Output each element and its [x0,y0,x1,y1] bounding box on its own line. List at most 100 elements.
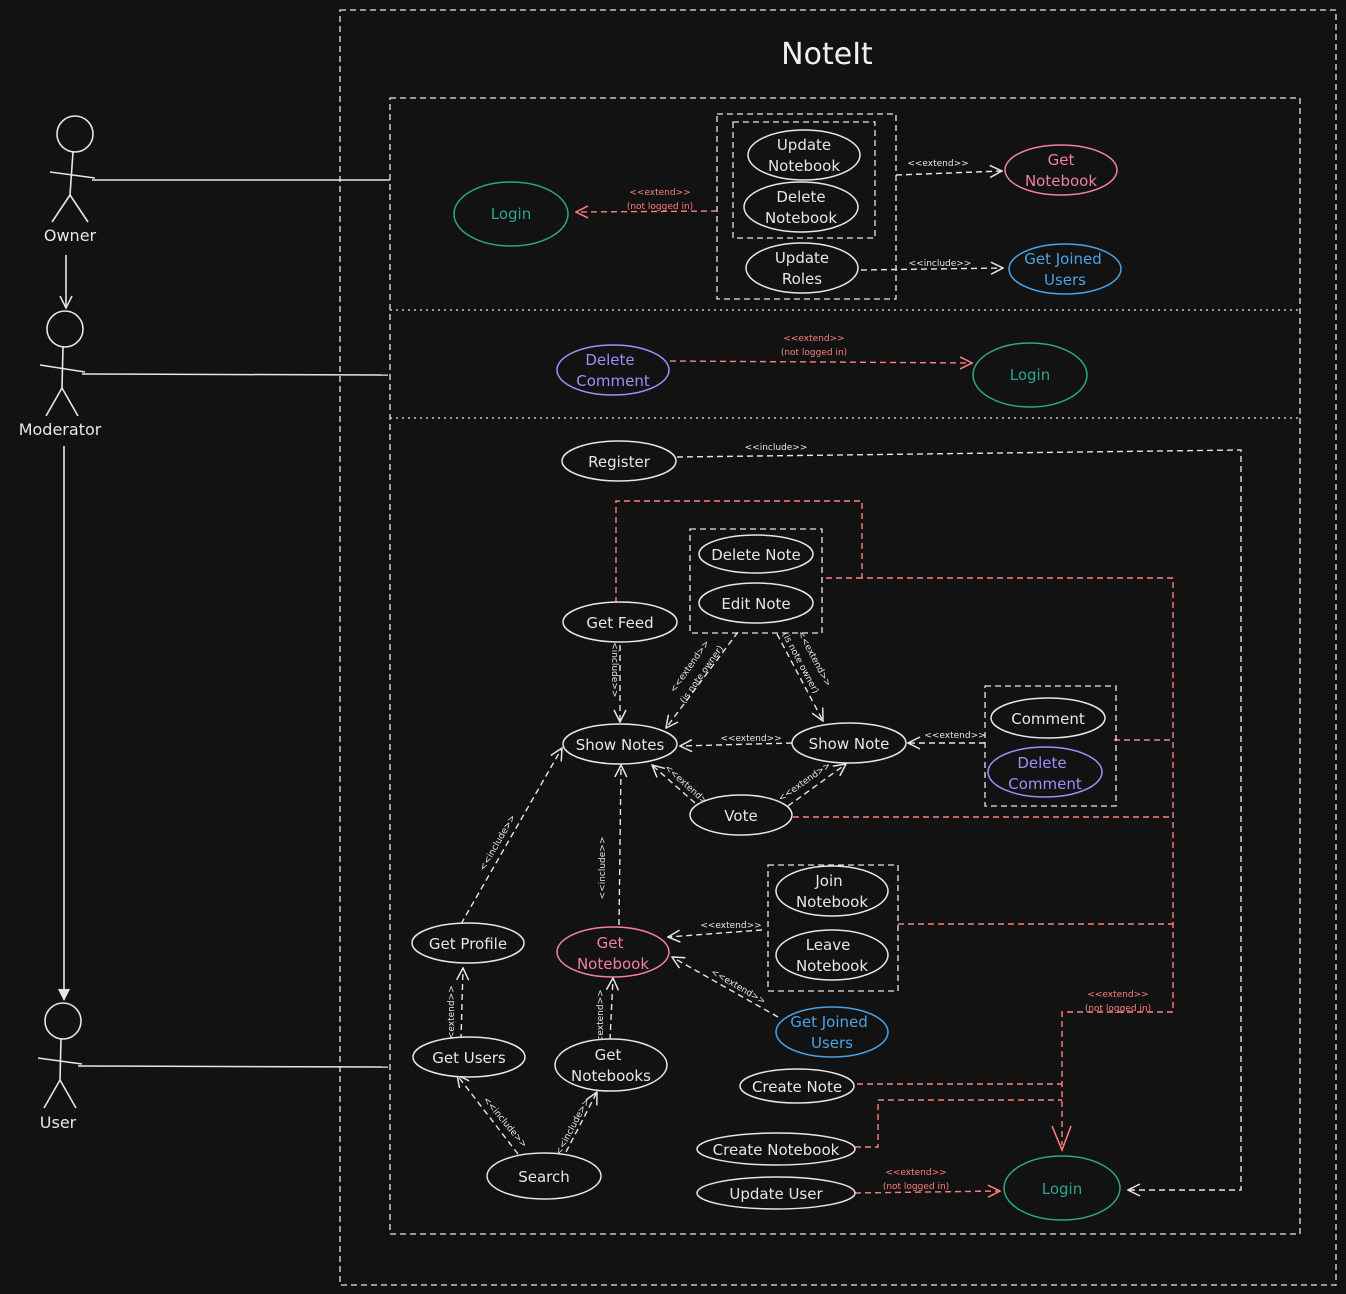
label-include: <<include>> [745,443,808,453]
usecase-leave-notebook[interactable]: Leave Notebook [775,929,889,981]
include-search-notebooks [565,1092,597,1153]
extend-join-getnotebook [668,929,763,937]
svg-text:Join: Join [814,872,842,890]
svg-text:Vote: Vote [724,807,757,825]
svg-text:Get Feed: Get Feed [586,614,653,632]
label-extend: <<extend>> [777,761,833,804]
label-extend: <<extend>> [924,731,985,741]
actor-owner[interactable] [49,115,96,223]
usecase-get-users[interactable]: Get Users [412,1036,526,1078]
svg-text:Get Joined: Get Joined [790,1013,868,1031]
usecase-moderator-login[interactable]: Login [972,342,1088,408]
actor-moderator[interactable] [39,310,86,417]
svg-text:Update: Update [777,136,831,154]
usecase-delete-notebook[interactable]: Delete Notebook [743,181,859,233]
label-extend: <<extend>> [907,159,968,169]
svg-text:Register: Register [588,453,651,471]
usecase-create-notebook[interactable]: Create Notebook [696,1132,856,1166]
svg-text:Roles: Roles [782,270,822,288]
owner-group-outer [716,113,897,300]
usecase-comment[interactable]: Comment [990,697,1106,739]
usecase-join-notebook[interactable]: Join Notebook [775,865,889,917]
svg-text:Get: Get [1048,151,1075,169]
svg-text:Notebook: Notebook [765,209,837,227]
usecase-update-roles[interactable]: Update Roles [745,242,859,294]
svg-text:Create Note: Create Note [752,1078,842,1096]
label-include: <<include>> [909,259,972,269]
extend-shownote-shownotes [680,743,793,746]
actor-user[interactable] [37,1002,83,1109]
svg-text:Get Users: Get Users [432,1049,506,1067]
extend-owner-edit-shownote [776,633,823,721]
actor-user-label: User [40,1113,77,1132]
extend-users-profile [461,968,463,1041]
svg-text:Notebook: Notebook [577,955,649,973]
label-extend: <<extend>> [447,985,457,1046]
extend-network-red [615,500,1174,1148]
usecase-user-login[interactable]: Login [1003,1155,1121,1221]
label-include: <<include>> [478,813,518,872]
label-include: <<include>> [598,837,608,900]
include-notebook-shownotes [619,765,621,926]
label-not-logged-in: (not logged in) [1085,1004,1151,1014]
svg-text:Login: Login [491,205,531,223]
actor-moderator-label: Moderator [19,420,102,439]
usecase-user-delete-comment[interactable]: Delete Comment [987,746,1103,798]
svg-text:Login: Login [1042,1180,1082,1198]
note-actions-group [689,528,823,634]
label-extend: <<extend>> [596,989,606,1050]
svg-text:Delete Note: Delete Note [711,546,801,564]
label-not-logged-in: (not logged in) [781,348,847,358]
svg-text:Comment: Comment [1008,775,1082,793]
notebook-membership-group [767,864,899,992]
extend-get-notebook [895,171,1002,175]
usecase-show-notes[interactable]: Show Notes [562,723,678,765]
system-title: NoteIt [781,37,873,72]
usecase-create-note[interactable]: Create Note [739,1068,855,1104]
usecase-get-notebooks[interactable]: Get Notebooks [554,1038,668,1092]
usecase-get-feed[interactable]: Get Feed [562,601,678,643]
svg-text:Search: Search [518,1168,570,1186]
svg-text:Login: Login [1010,366,1050,384]
svg-text:Notebook: Notebook [768,157,840,175]
usecase-show-note[interactable]: Show Note [791,722,907,764]
svg-text:Leave: Leave [806,936,851,954]
svg-text:Delete: Delete [776,188,825,206]
usecase-delete-note[interactable]: Delete Note [698,534,814,574]
label-extend: <<extend>> [720,734,781,744]
usecase-owner-get-notebook[interactable]: Get Notebook [1004,144,1118,196]
usecase-moderator-delete-comment[interactable]: Delete Comment [556,344,670,396]
svg-text:Get Profile: Get Profile [429,935,507,953]
svg-text:Update User: Update User [729,1185,823,1203]
usecase-owner-get-joined-users[interactable]: Get Joined Users [1008,243,1122,295]
usecase-get-profile[interactable]: Get Profile [411,922,525,964]
usecase-owner-login[interactable]: Login [453,181,569,247]
svg-text:Show Notes: Show Notes [576,736,665,754]
label-extend: <<extend>> [1087,990,1148,1000]
owner-group-inner [732,121,876,239]
usecase-update-user[interactable]: Update User [696,1176,856,1210]
svg-text:Edit Note: Edit Note [721,595,790,613]
association-user [77,1065,389,1068]
svg-text:Notebook: Notebook [1025,172,1097,190]
usecase-user-get-joined-users[interactable]: Get Joined Users [775,1006,889,1058]
usecase-update-notebook[interactable]: Update Notebook [747,129,861,181]
label-not-logged-in: (not logged in) [883,1182,949,1192]
include-get-joined-users [860,268,1003,270]
usecase-register[interactable]: Register [561,440,677,482]
usecase-search[interactable]: Search [486,1152,602,1200]
svg-text:Get: Get [597,934,624,952]
owner-section-boundary [389,97,1301,1235]
svg-text:Users: Users [1044,271,1086,289]
svg-text:Get Joined: Get Joined [1024,250,1102,268]
usecase-user-get-notebook[interactable]: Get Notebook [556,926,670,978]
extend-owner-edit-shownotes [666,631,739,728]
svg-text:Get: Get [595,1046,622,1064]
usecase-edit-note[interactable]: Edit Note [698,582,814,624]
extend-joined-getnotebook [672,957,779,1018]
svg-text:Create Notebook: Create Notebook [713,1141,840,1159]
usecase-vote[interactable]: Vote [689,794,793,836]
association-moderator [81,373,389,376]
include-search-users [457,1075,519,1155]
